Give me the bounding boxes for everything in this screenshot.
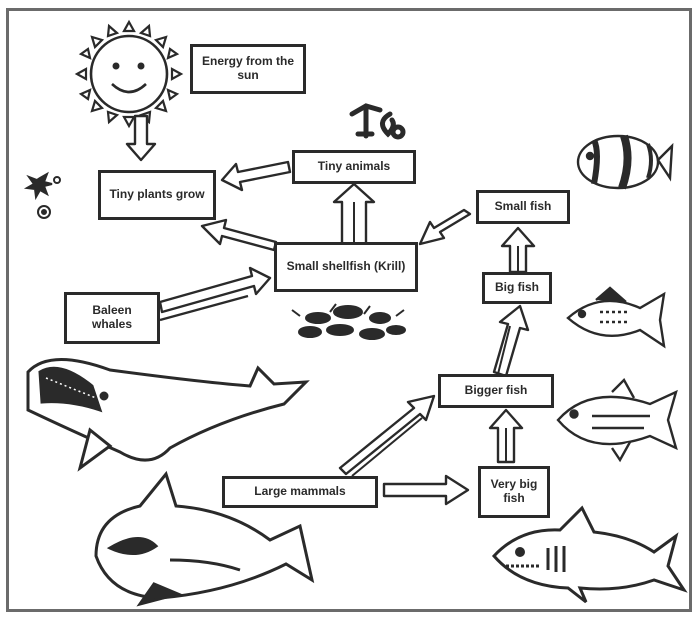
bigger-fish-label: Bigger fish: [438, 374, 554, 408]
whale-icon: [28, 359, 306, 468]
arrow-smallfish-to-krill: [420, 210, 470, 244]
arrow-mammals-to-bigger: [340, 396, 434, 476]
energy-label: Energy from the sun: [190, 44, 306, 94]
small-shellfish-label: Small shellfish (Krill): [274, 242, 418, 292]
arrow-krill-to-animals: [334, 184, 374, 246]
shark-icon: [494, 508, 684, 602]
arrow-krill-to-plants: [202, 220, 276, 250]
tiny-plants-label: Tiny plants grow: [98, 170, 216, 220]
large-mammals-label: Large mammals: [222, 476, 378, 508]
small-fish-icon: [568, 288, 664, 346]
plankton-icon: [27, 174, 60, 218]
sun-icon: [77, 22, 181, 126]
very-big-fish-label: Very big fish: [478, 466, 550, 518]
krill-icon: [292, 304, 405, 339]
clownfish-icon: [578, 136, 672, 188]
big-fish-label: Big fish: [482, 272, 552, 304]
arrow-verybig-to-bigger: [490, 410, 522, 462]
arrow-whales-to-krill: [160, 268, 270, 320]
small-fish-label: Small fish: [476, 190, 570, 224]
arrow-animals-to-plants: [222, 162, 290, 190]
tiny-animals-label: Tiny animals: [292, 150, 416, 184]
tiny-animals-icon: [352, 106, 403, 137]
tuna-icon: [558, 380, 676, 460]
arrow-mammals-to-verybig: [384, 476, 468, 504]
arrow-bigfish-to-smallfish: [502, 228, 534, 272]
arrow-biggerfish-to-bigfish: [494, 306, 528, 376]
baleen-whales-label: Baleen whales: [64, 292, 160, 344]
